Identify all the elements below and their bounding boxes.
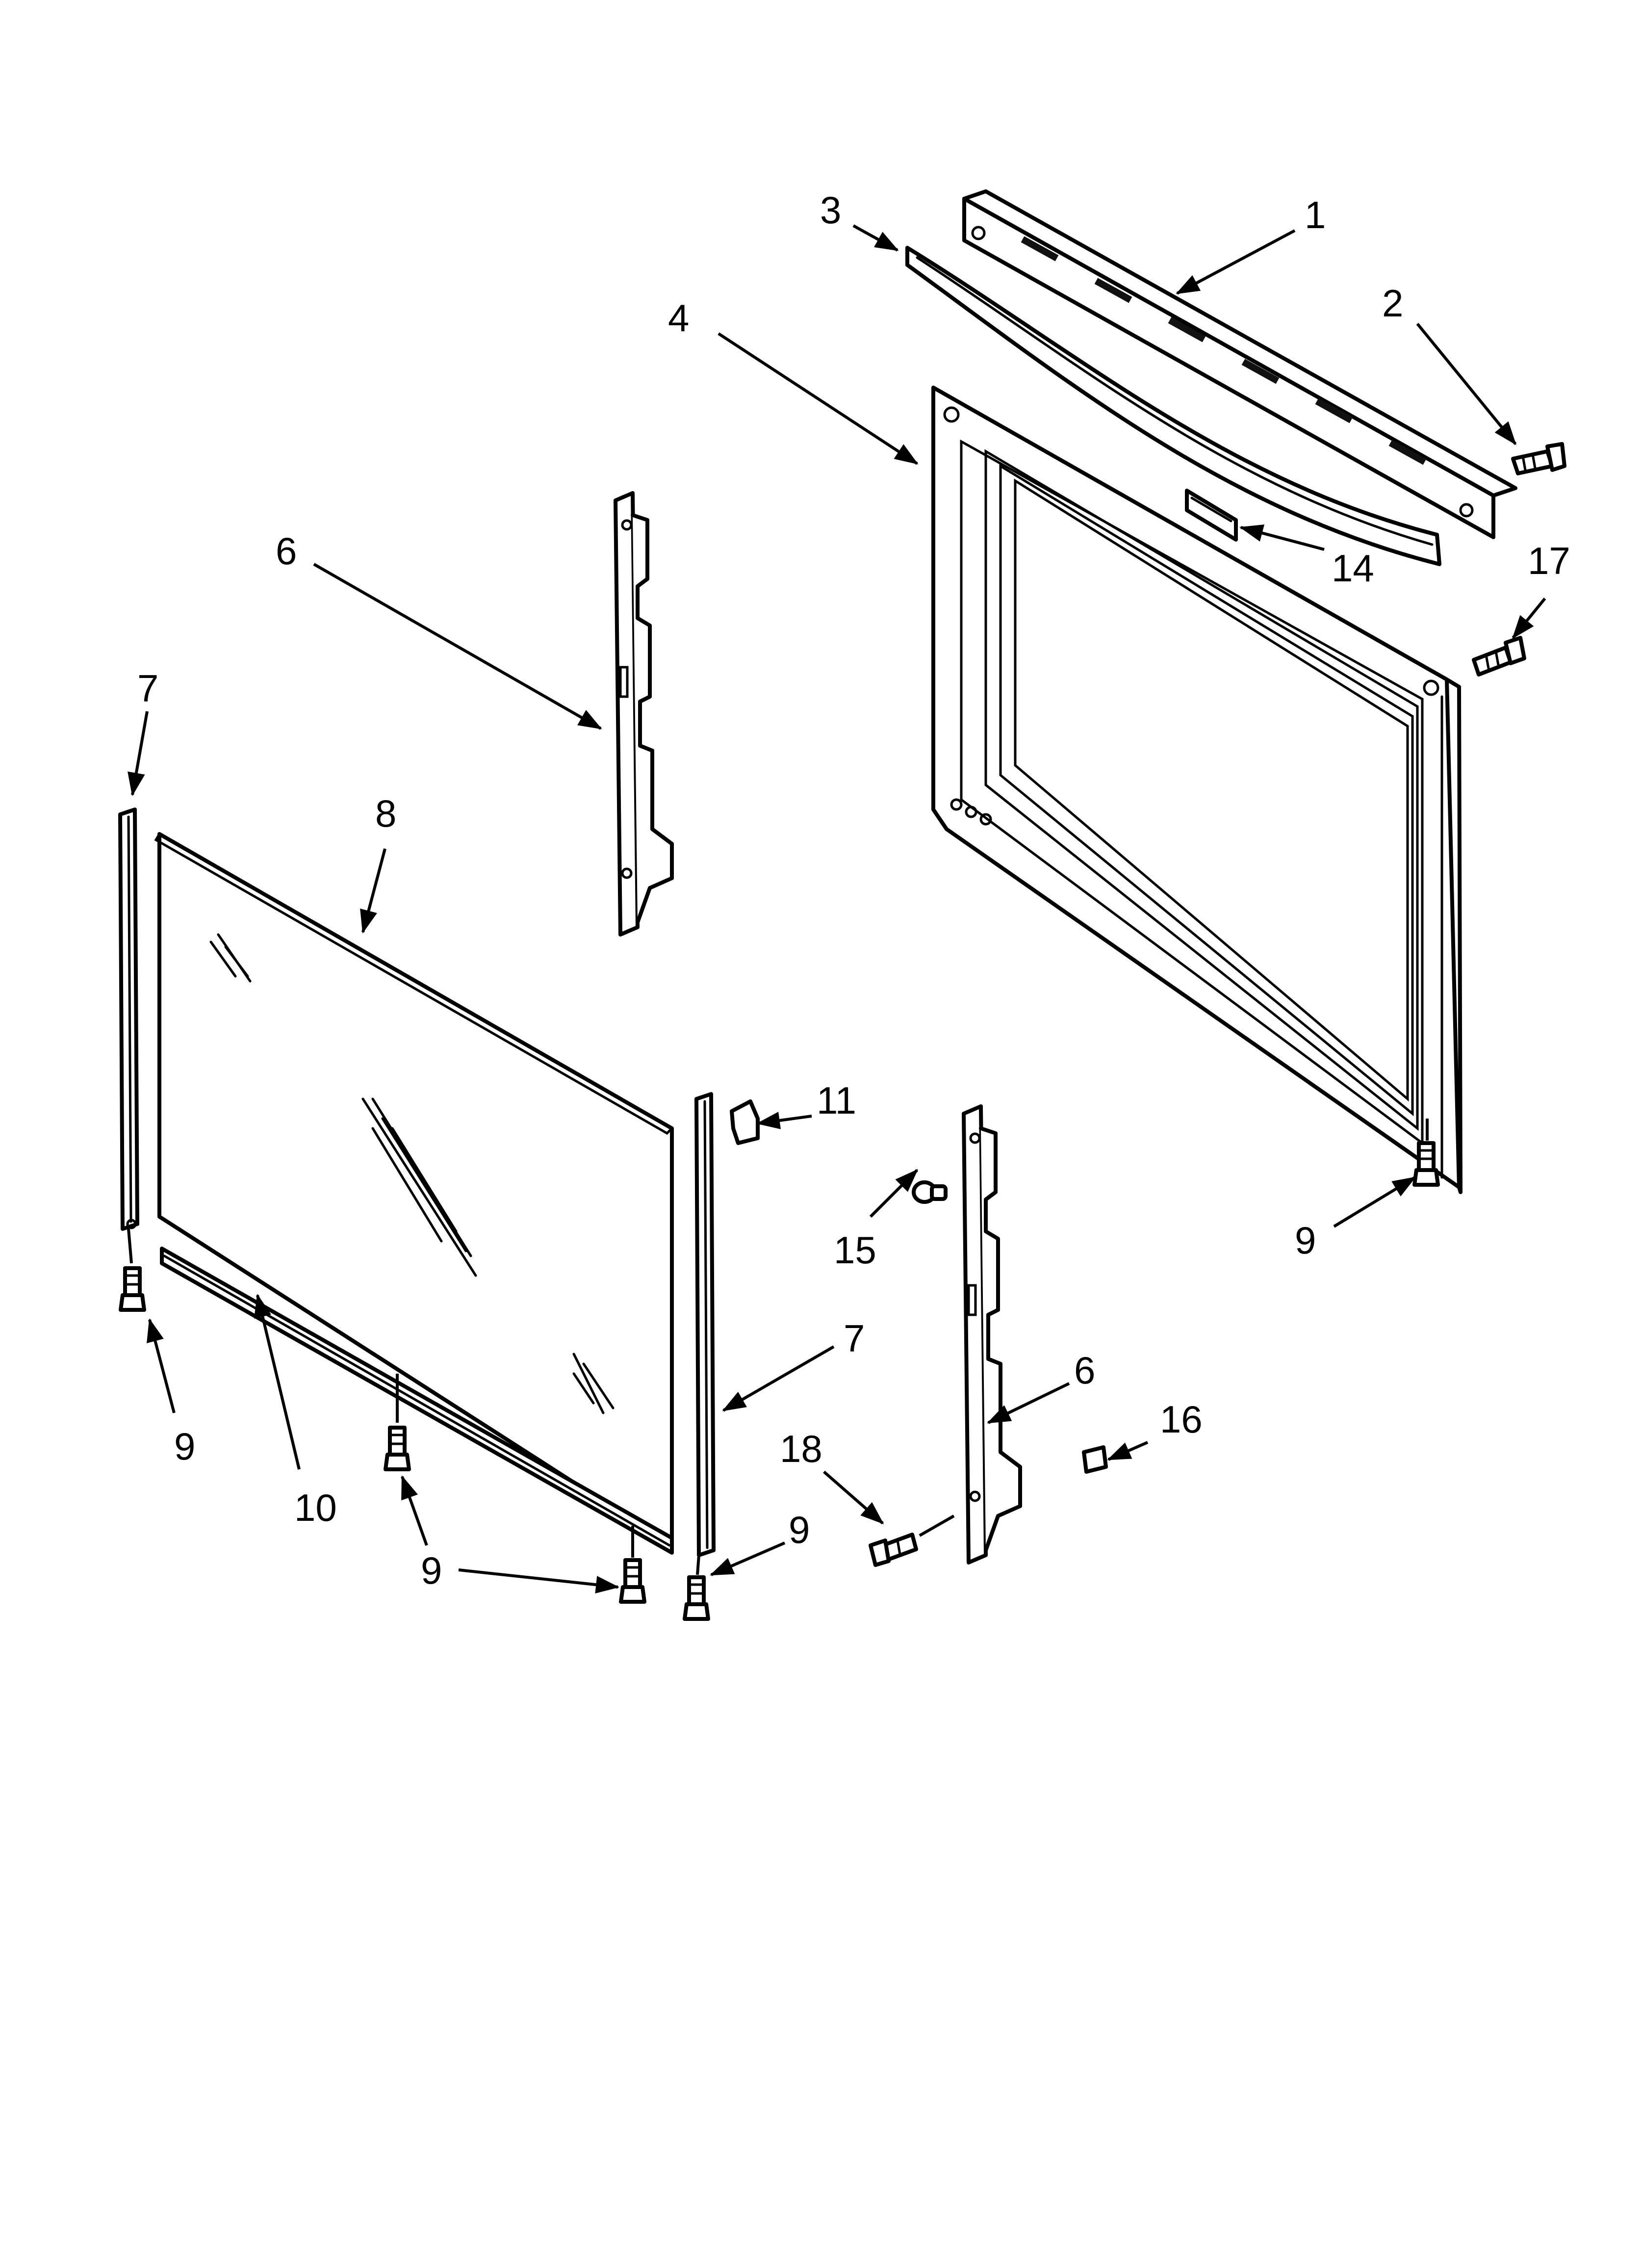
callout-labels: 1 2 3 4 6 6 7 7 8 9 9 9 9 10 11 14 15 16… xyxy=(137,188,1570,1592)
screw-9-bottom-a-part xyxy=(619,1558,646,1604)
screw-17-part xyxy=(1472,636,1526,677)
glass-panel-part xyxy=(154,832,674,1547)
callout-10: 10 xyxy=(294,1486,337,1529)
callout-17: 17 xyxy=(1528,539,1570,582)
callout-9-right: 9 xyxy=(1295,1219,1316,1262)
vent-trim-part xyxy=(962,189,1517,539)
door-handle-part xyxy=(905,246,1441,566)
callout-6-lower: 6 xyxy=(1074,1349,1095,1392)
callout-6-upper: 6 xyxy=(276,529,297,573)
callout-9-bottom-right: 9 xyxy=(789,1508,810,1551)
callout-16: 16 xyxy=(1160,1398,1203,1441)
callout-2: 2 xyxy=(1382,282,1403,325)
screw-9-left-part xyxy=(119,1266,146,1312)
badge-part xyxy=(1185,489,1238,542)
callout-14: 14 xyxy=(1332,547,1374,590)
screw-9-upper-right-part xyxy=(1412,1141,1440,1187)
callout-11: 11 xyxy=(817,1079,856,1122)
outer-door-panel-part xyxy=(931,386,1462,1194)
bottom-channel-part xyxy=(160,1247,674,1555)
hinge-bracket-upper-part xyxy=(614,491,674,937)
callout-18: 18 xyxy=(780,1427,822,1470)
bumper-part xyxy=(912,1180,948,1204)
hinge-bracket-lower-part xyxy=(962,1104,1022,1564)
glass-retainer-left-part xyxy=(118,808,139,1231)
clip-part xyxy=(730,1099,760,1145)
screw-9-center-part xyxy=(384,1426,411,1471)
leader-lines xyxy=(127,224,1546,1594)
callout-4: 4 xyxy=(668,296,689,339)
glass-retainer-right-part xyxy=(694,1092,716,1557)
callout-7-right: 7 xyxy=(844,1317,865,1360)
screw-2-part xyxy=(1511,442,1566,475)
screw-18-part xyxy=(869,1533,918,1567)
callout-9-center: 9 xyxy=(421,1549,442,1592)
callout-9-left: 9 xyxy=(174,1425,195,1468)
callout-1: 1 xyxy=(1305,193,1326,236)
callout-15: 15 xyxy=(834,1228,876,1272)
callout-3: 3 xyxy=(820,188,841,232)
callout-8: 8 xyxy=(375,792,396,835)
callout-7-left: 7 xyxy=(137,667,158,710)
screw-9-bottom-b-part xyxy=(683,1575,710,1621)
small-clip-part xyxy=(1082,1445,1108,1474)
